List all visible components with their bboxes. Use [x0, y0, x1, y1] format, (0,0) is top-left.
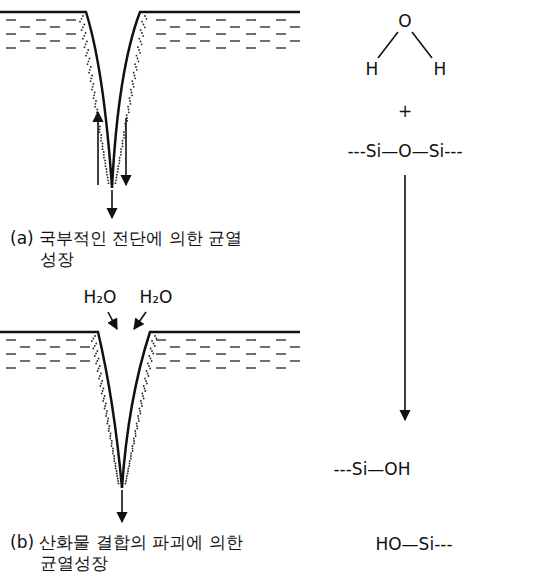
crack-b — [0, 312, 300, 522]
atom-label: H — [434, 59, 447, 80]
chemical-formula: ---Si—O—Si--- — [347, 141, 462, 162]
chemical-formula: HO—Si--- — [375, 534, 452, 555]
figure-caption: (b) 산화물 결합의 파괴에 의한 균열성장 — [10, 532, 258, 575]
atom-label: O — [398, 11, 411, 32]
water-label: H₂O — [84, 287, 117, 308]
crack-a — [0, 12, 300, 218]
reaction-scheme — [378, 32, 432, 420]
plus-sign: + — [398, 101, 412, 122]
figure-caption: (a) 국부적인 전단에 의한 균열성장 — [10, 228, 258, 271]
chemical-formula: ---Si—OH — [333, 459, 410, 480]
water-label: H₂O — [140, 287, 173, 308]
atom-label: H — [366, 59, 379, 80]
